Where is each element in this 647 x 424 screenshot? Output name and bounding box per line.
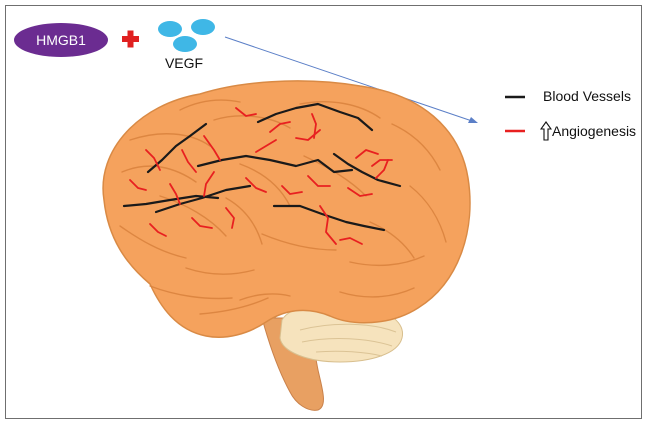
plus-icon xyxy=(122,31,139,48)
brain-cerebrum xyxy=(103,81,470,337)
up-outline-arrow-icon xyxy=(540,121,552,144)
hmgb1-label: HMGB1 xyxy=(15,24,107,56)
vegf-molecule-icon xyxy=(158,19,215,52)
vegf-label: VEGF xyxy=(154,55,214,71)
legend-angiogenesis-label: Angiogenesis xyxy=(540,121,636,144)
legend-angiogenesis-text: Angiogenesis xyxy=(552,123,636,139)
legend-vessels-label: Blood Vessels xyxy=(543,88,631,104)
